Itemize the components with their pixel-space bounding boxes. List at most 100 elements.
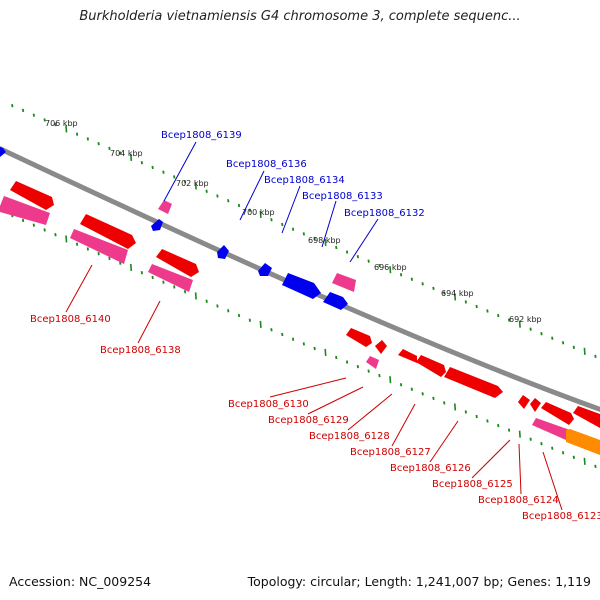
major-tick (518, 430, 521, 438)
gene-block[interactable] (416, 355, 446, 377)
gene-block[interactable] (70, 229, 128, 264)
minor-tick (410, 387, 413, 391)
minor-tick (281, 222, 284, 227)
gene-label-bcep1808-6132[interactable]: Bcep1808_6132 (344, 208, 425, 219)
minor-tick (119, 151, 122, 155)
gene-block[interactable] (366, 356, 379, 369)
minor-tick (540, 332, 543, 336)
gene-label-bcep1808-6124[interactable]: Bcep1808_6124 (478, 495, 559, 506)
minor-tick (529, 327, 532, 331)
gene-block[interactable] (530, 398, 541, 412)
minor-tick (356, 254, 359, 259)
gene-arrow[interactable] (217, 245, 229, 259)
gene-block[interactable] (332, 273, 356, 292)
minor-tick (32, 223, 35, 227)
major-tick (583, 457, 586, 465)
minor-tick (367, 259, 370, 263)
minor-tick (378, 264, 381, 268)
minor-tick (54, 123, 57, 127)
gene-block[interactable] (375, 340, 387, 354)
minor-tick (378, 374, 381, 378)
minor-tick (291, 227, 295, 231)
minor-tick (270, 328, 273, 332)
minor-tick (475, 414, 478, 419)
gene-label-bcep1808-6130[interactable]: Bcep1808_6130 (228, 399, 309, 410)
minor-tick (345, 360, 349, 364)
minor-tick (497, 313, 500, 318)
minor-tick (21, 218, 25, 223)
gene-block[interactable] (346, 328, 372, 347)
minor-tick (561, 341, 565, 345)
minor-tick (11, 104, 14, 108)
minor-tick (572, 455, 575, 459)
minor-tick (421, 392, 424, 396)
scale-label-702: 702 kbp (176, 179, 209, 188)
minor-tick (248, 318, 251, 322)
gene-block[interactable] (398, 349, 417, 363)
gene-label-bcep1808-6134[interactable]: Bcep1808_6134 (264, 175, 345, 186)
gene-label-bcep1808-6138[interactable]: Bcep1808_6138 (100, 345, 181, 356)
gene-label-bcep1808-6127[interactable]: Bcep1808_6127 (350, 447, 431, 458)
gene-arrow[interactable] (258, 263, 272, 276)
gene-block[interactable] (573, 406, 600, 428)
major-tick (324, 238, 327, 247)
upper-leader-lines (163, 141, 379, 263)
gene-block[interactable] (532, 418, 570, 440)
minor-tick (551, 446, 554, 450)
minor-tick (367, 369, 370, 373)
gene-label-bcep1808-6139[interactable]: Bcep1808_6139 (161, 130, 242, 141)
major-tick (259, 320, 262, 329)
minor-tick (183, 180, 187, 184)
major-tick (583, 347, 586, 355)
gene-label-bcep1808-6126[interactable]: Bcep1808_6126 (390, 463, 471, 474)
minor-tick (443, 401, 446, 405)
minor-tick (594, 354, 597, 359)
gene-label-bcep1808-6129[interactable]: Bcep1808_6129 (268, 415, 349, 426)
topology-text: Topology: circular; Length: 1,241,007 bp… (247, 574, 591, 589)
minor-tick (21, 108, 25, 113)
gene-track-pink-lower (0, 196, 600, 455)
scale-label-694: 694 kbp (441, 289, 474, 298)
minor-tick (140, 161, 143, 165)
gene-block[interactable] (148, 264, 193, 292)
minor-tick (119, 261, 122, 265)
gene-block[interactable] (444, 367, 503, 398)
gene-block[interactable] (0, 196, 50, 225)
minor-tick (561, 451, 565, 455)
gene-arrow[interactable] (151, 219, 163, 231)
gene-block[interactable] (10, 181, 54, 210)
minor-tick (432, 396, 435, 400)
minor-tick (551, 336, 554, 340)
gene-label-bcep1808-6123[interactable]: Bcep1808_6123 (522, 511, 600, 522)
gene-label-bcep1808-6125[interactable]: Bcep1808_6125 (432, 479, 513, 490)
minor-tick (75, 132, 79, 136)
gene-label-bcep1808-6133[interactable]: Bcep1808_6133 (302, 191, 383, 202)
gene-block[interactable] (158, 200, 172, 214)
scale-label-692: 692 kbp (509, 315, 542, 324)
gene-arrow[interactable] (282, 273, 321, 299)
gene-block[interactable] (566, 429, 600, 455)
minor-tick (486, 419, 489, 423)
minor-tick (572, 345, 575, 349)
gene-arrow[interactable] (0, 145, 6, 157)
gene-block[interactable] (80, 214, 136, 249)
minor-tick (140, 271, 143, 275)
gene-block[interactable] (518, 395, 530, 409)
minor-tick (313, 346, 316, 351)
major-tick (454, 293, 457, 301)
minor-tick (97, 252, 100, 256)
minor-tick (151, 165, 154, 170)
minor-tick (486, 309, 489, 313)
gene-label-bcep1808-6128[interactable]: Bcep1808_6128 (309, 431, 390, 442)
major-tick (259, 210, 262, 219)
gene-block[interactable] (541, 402, 574, 425)
gene-label-bcep1808-6136[interactable]: Bcep1808_6136 (226, 159, 307, 170)
minor-tick (205, 299, 208, 303)
gene-label-bcep1808-6140[interactable]: Bcep1808_6140 (30, 314, 111, 325)
gene-arrow[interactable] (323, 292, 348, 310)
minor-tick (86, 137, 89, 141)
minor-tick (162, 170, 165, 174)
minor-tick (162, 280, 165, 284)
gene-block[interactable] (156, 249, 199, 277)
major-tick (194, 292, 197, 300)
